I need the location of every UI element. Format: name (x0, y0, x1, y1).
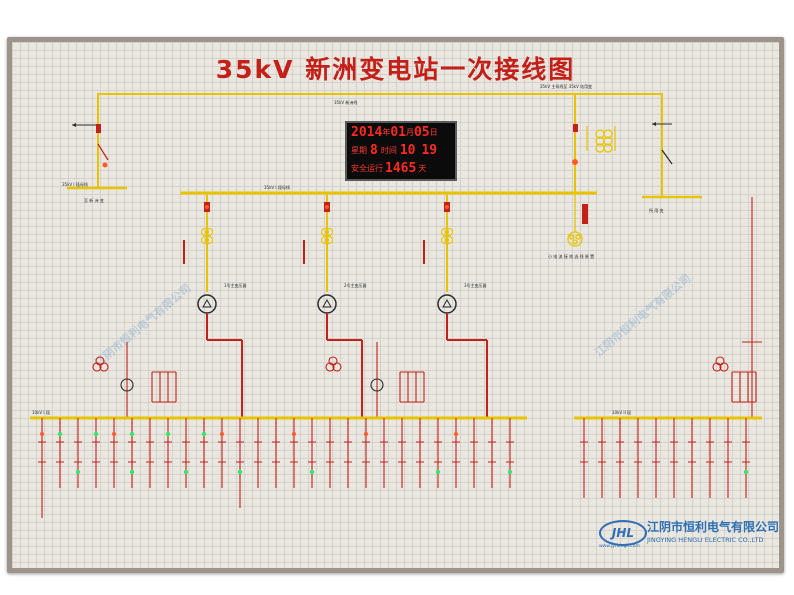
clock-year-unit: 年 (382, 128, 391, 137)
mimic-panel-board: 35kV 新洲变电站一次接线图 江阴市恒利电气有限公司 江阴市恒利电气有限公司 … (12, 42, 779, 568)
logo-company-en: JINGYING HENGLI ELECTRIC CO.,LTD (647, 536, 764, 544)
clock-month-unit: 月 (405, 128, 414, 137)
clock-minute: 19 (421, 143, 438, 158)
clock-month: 01 (390, 125, 406, 140)
transformer-bay-2 (303, 193, 363, 418)
clock-safe-row: 安全运行 1465 天 (351, 161, 426, 176)
right-pt-assembly (572, 124, 616, 165)
logo-company-cn: 江阴市恒利电气有限公司 (647, 520, 779, 534)
logo-mark-icon: JHL (599, 520, 647, 546)
transformer-2-label: 2号主变压器 (344, 282, 367, 288)
pt-assembly-left-1 (92, 342, 177, 418)
clock-weekday-label: 星期 (351, 146, 367, 155)
pt-assembly-right (712, 197, 762, 418)
grounding-label: 小 电 流 接 地 选 线 装 置 (548, 253, 594, 259)
bus-35kv-left-label: 35kV I 段母线 (62, 181, 88, 187)
line-top-label: 35kV 新洲线 (334, 99, 357, 105)
logo-url: www.jyhengli.com (599, 544, 640, 549)
main-bus-label: 35kV I 段母线 (264, 184, 290, 190)
breaker-indicators (40, 205, 458, 436)
company-logo: JHL 江阴市恒利电气有限公司 JINGYING HENGLI ELECTRIC… (599, 516, 779, 552)
clock-safe-unit: 天 (418, 164, 427, 173)
clock-time-label: 时间 (380, 146, 397, 155)
transformer-1-label: 1号主变压器 (224, 282, 247, 288)
transformer-bay-3 (423, 193, 488, 418)
clock-day: 05 (413, 125, 430, 140)
clock-weekday-value: 8 (370, 143, 378, 158)
status-indicators (57, 431, 749, 475)
clock-year: 2014 (351, 125, 383, 140)
page-title: 35kV 新洲变电站一次接线图 (215, 55, 576, 84)
transformer-3-label: 3号主变压器 (464, 282, 487, 288)
clock-hour: 10 (399, 143, 416, 158)
left-incoming-bay (67, 123, 127, 190)
led-clock-display: 2014 年 01 月 05 日 星期 8 时间 10 19 安全运行 1465… (345, 121, 457, 181)
clock-date-row: 2014 年 01 月 05 日 (351, 125, 438, 140)
line-top-right-label: 35kV 主母线至 35kV 站用变 (540, 83, 592, 89)
bus-10kv-right-label: 10kV II 段 (612, 409, 631, 415)
single-line-diagram: 35kV 新洲线 35kV 主母线至 35kV 站用变 35kV I 段母线 至… (30, 83, 762, 518)
station-right-label: 所 用 变 (649, 207, 664, 213)
aux-transformer-bay (642, 122, 702, 199)
clock-safe-label: 安全运行 (351, 164, 383, 173)
clock-safe-value: 1465 (385, 161, 417, 176)
bus-10kv-left-label: 10kV I 段 (32, 409, 50, 415)
feeders-left (38, 418, 514, 518)
feeders-right (580, 418, 750, 498)
main-35kv-bus (180, 120, 597, 195)
clock-time-row: 星期 8 时间 10 19 (351, 143, 437, 158)
station-left-label: 至 新 洲 变 (84, 197, 104, 203)
pt-assembly-left-2 (325, 342, 425, 418)
clock-day-unit: 日 (429, 128, 438, 137)
top-35kv-line (97, 93, 663, 167)
grounding-device (567, 193, 588, 247)
transformer-bay-1 (183, 193, 243, 418)
